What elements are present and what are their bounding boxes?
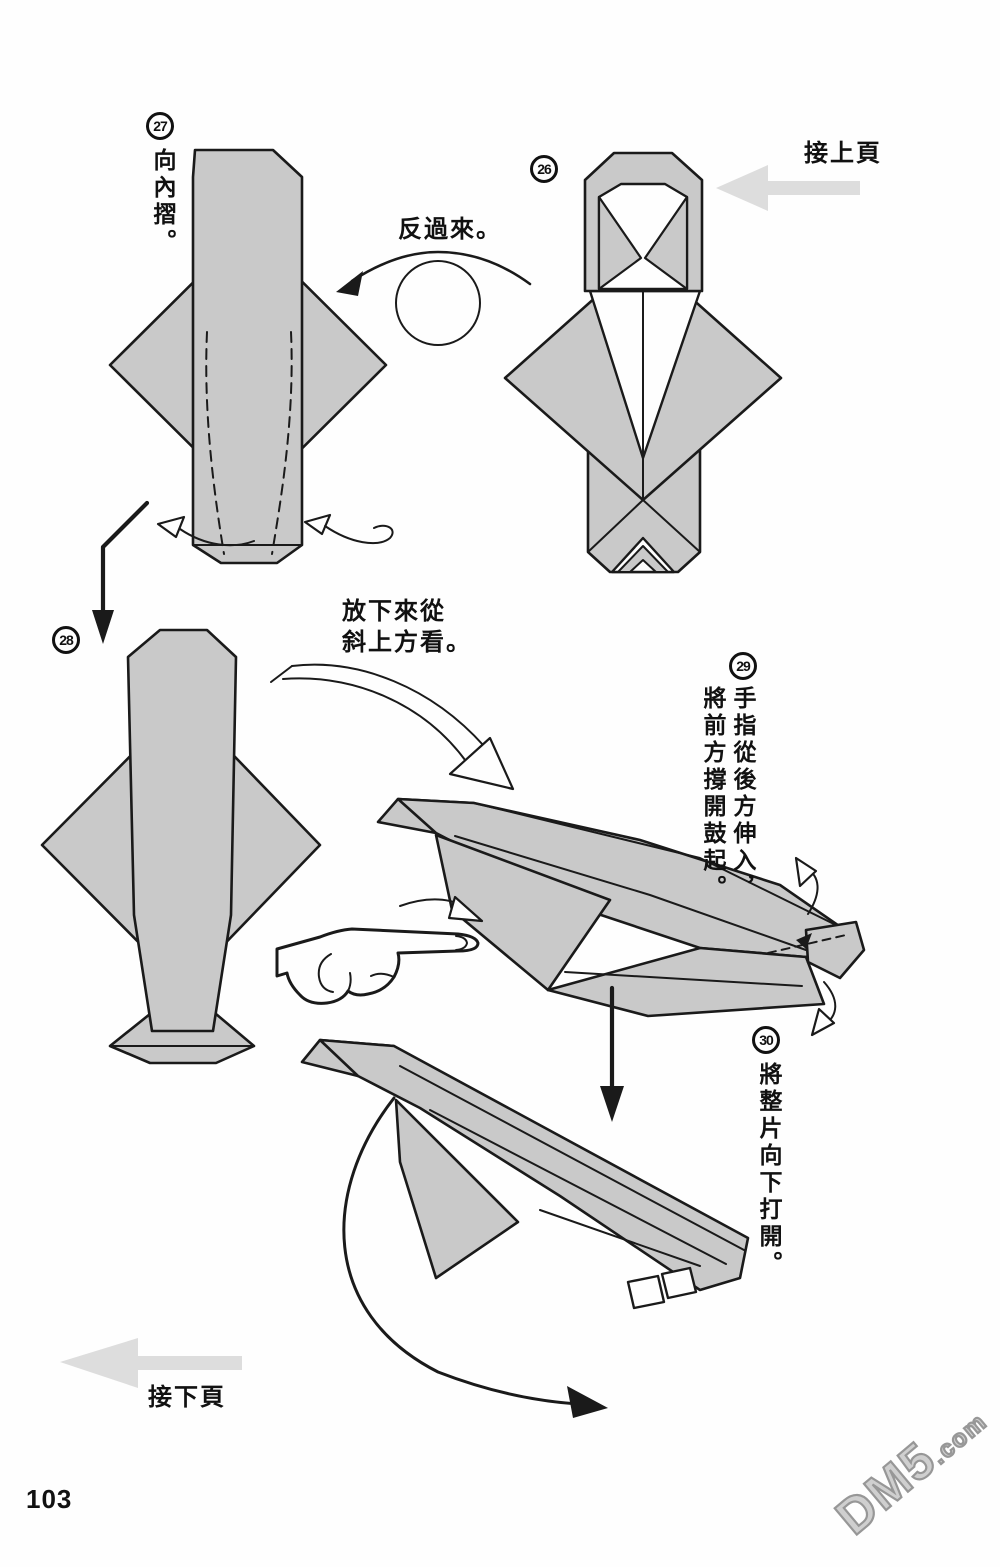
modelA-ridge2 xyxy=(454,835,807,951)
modelA-tail-dash xyxy=(767,934,847,954)
modelB-foot-right xyxy=(660,1266,698,1300)
step28-column xyxy=(126,628,238,1033)
modelA-ridge1 xyxy=(473,802,843,929)
modelA-keel-line xyxy=(564,971,803,987)
modelB-ridge2 xyxy=(429,1109,727,1265)
prev-page-arrow-icon xyxy=(716,165,860,211)
step-30-caption: 將整片向下打開。 xyxy=(756,1062,782,1278)
view-hint-line1: 放下來從 xyxy=(342,598,446,625)
step26-head-left-flap xyxy=(597,195,643,291)
turn-over-arrow xyxy=(336,250,532,346)
step-30-diagram xyxy=(300,1038,750,1418)
turn-over-circle xyxy=(395,260,481,346)
step27-fold-dash-left xyxy=(205,331,225,555)
step-flow-arrow xyxy=(92,500,150,644)
step-27-diagram xyxy=(108,148,394,565)
view-direction-arrow xyxy=(270,663,515,791)
step-27-number: 27 xyxy=(153,118,168,134)
step27-fold-dash-right xyxy=(271,331,293,555)
turn-over-arrowhead xyxy=(336,271,363,296)
step-28-badge: 28 xyxy=(52,626,80,654)
turn-over-label: 反過來。 xyxy=(398,216,502,243)
pointing-hand xyxy=(275,927,480,1005)
step-30-badge: 30 xyxy=(752,1026,780,1054)
step-29-number: 29 xyxy=(736,658,751,674)
step-26-diagram xyxy=(503,151,783,574)
modelB-left-wing xyxy=(394,1098,520,1280)
step26-bottom-chevron xyxy=(617,545,669,573)
modelA-tail xyxy=(804,920,866,980)
view-hint-line2: 斜上方看。 xyxy=(342,629,472,656)
step-29-caption-col2: 將前方撐開鼓起。 xyxy=(700,686,726,902)
modelB-keel-line xyxy=(539,1209,701,1267)
next-page-label: 接下頁 xyxy=(148,1384,226,1411)
modelB-ridge1 xyxy=(399,1065,745,1251)
step-29-caption: 手指從後方伸入， 將前方撐開鼓起。 xyxy=(698,686,758,931)
step-29-caption-col1: 手指從後方伸入， xyxy=(730,686,756,902)
step-27-caption: 向內摺。 xyxy=(150,148,176,256)
modelB-foot-left xyxy=(626,1274,666,1310)
step-27-badge: 27 xyxy=(146,112,174,140)
step-30-number: 30 xyxy=(759,1032,774,1048)
prev-page-label: 接上頁 xyxy=(804,140,882,167)
modelA-fold-arrowhead xyxy=(796,933,812,949)
step26-x-fold-lines xyxy=(587,499,701,553)
step26-head-right-flap xyxy=(643,195,689,291)
step-29-diagram xyxy=(376,797,866,1037)
step-28-diagram xyxy=(40,628,322,1065)
step-29-badge: 29 xyxy=(729,652,757,680)
turn-over-arc xyxy=(350,250,532,286)
step-26-badge: 26 xyxy=(530,155,558,183)
step27-column xyxy=(191,148,304,565)
modelA-keel xyxy=(546,946,826,1018)
open-down-arrow xyxy=(810,981,837,1037)
step-26-number: 26 xyxy=(537,161,552,177)
step-28-number: 28 xyxy=(59,632,74,648)
next-page-arrow-icon xyxy=(60,1338,242,1388)
down-arrow xyxy=(600,985,624,1122)
page-number: 103 xyxy=(26,1484,73,1514)
open-up-arrow xyxy=(794,856,819,915)
push-in-arrow xyxy=(399,895,484,923)
step27-inside-fold-arrows xyxy=(156,513,394,547)
open-sweep-arrow xyxy=(342,1096,608,1418)
view-hint-label: 放下來從 斜上方看。 xyxy=(342,596,472,658)
